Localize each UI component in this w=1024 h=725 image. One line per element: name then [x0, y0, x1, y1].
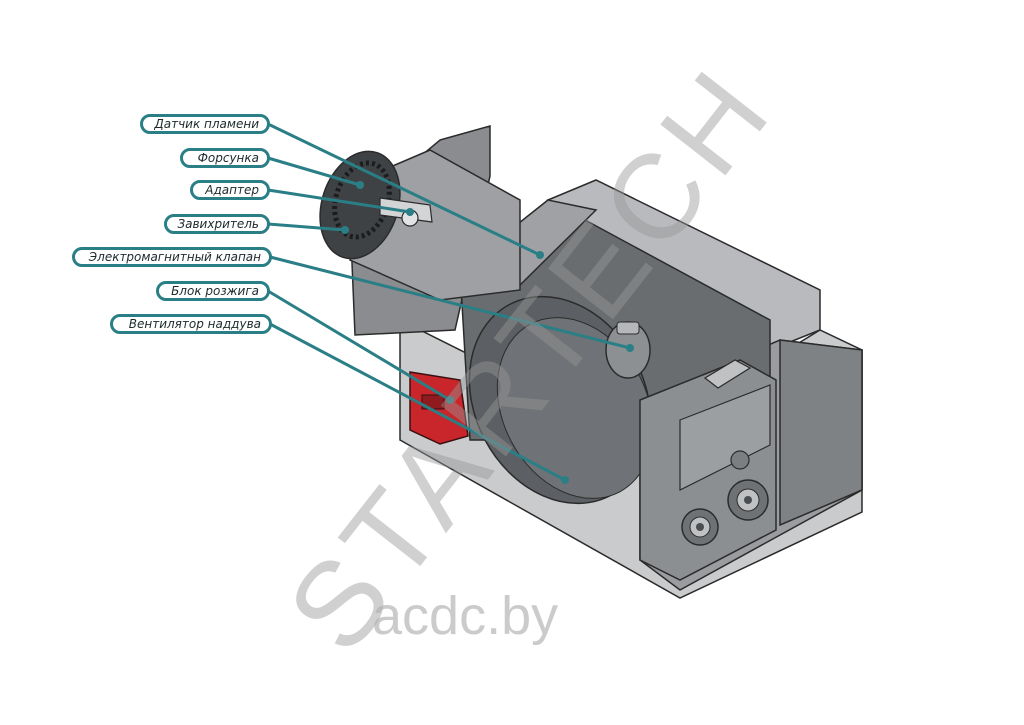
top-handle [703, 359, 752, 389]
label-adapter: Адаптер [190, 180, 270, 200]
solenoid-knob-top [616, 321, 640, 335]
control-panel [679, 384, 771, 491]
callout-dots [341, 181, 634, 484]
callout-line-fan [269, 322, 566, 482]
label-solenoid-valve: Электромагнитный клапан [72, 247, 272, 267]
label-swirler: Завихритель [164, 214, 270, 234]
indicator-light [730, 450, 750, 470]
housing-side-panel [779, 339, 863, 527]
label-blower-fan: Вентилятор наддува [110, 314, 272, 334]
connector-right [727, 479, 769, 521]
label-flame-sensor: Датчик пламени [140, 114, 270, 134]
callout-line-swirler [267, 222, 346, 232]
callout-line-nozzle [267, 156, 361, 187]
callout-line-solenoid [269, 255, 631, 350]
callout-lines [267, 122, 631, 482]
label-ignition-unit: Блок розжига [156, 281, 270, 301]
callout-line-flame-sensor [267, 122, 541, 257]
connector-left [681, 508, 719, 546]
label-nozzle: Форсунка [180, 148, 270, 168]
callout-line-adapter [267, 188, 411, 214]
callout-line-ignition [267, 289, 451, 402]
